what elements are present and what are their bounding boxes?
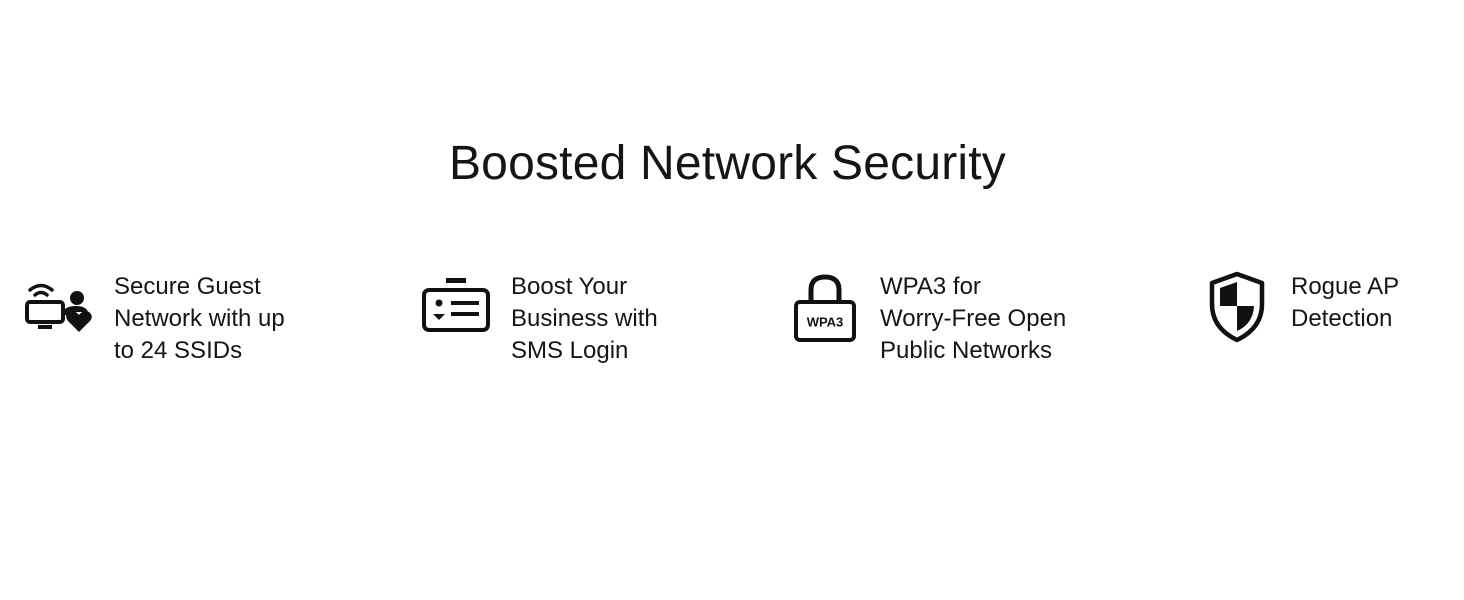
wpa3-icon-label: WPA3 (807, 315, 844, 330)
feature-wpa3: WPA3 WPA3 for Worry-Free Open Public Net… (792, 270, 1066, 367)
feature-label: WPA3 for Worry-Free Open Public Networks (880, 273, 1067, 364)
feature-label: Boost Your Business with SMS Login (511, 273, 658, 364)
shield-icon (1209, 271, 1265, 343)
page-title: Boosted Network Security (448, 137, 1007, 190)
sms-login-card-icon (422, 278, 490, 332)
feature-label: Rogue AP Detection (1291, 273, 1400, 332)
feature-rogue-ap: Rogue AP Detection (1204, 270, 1399, 344)
guest-wifi-user-heart-icon (25, 283, 92, 332)
feature-sms-login: Boost Your Business with SMS Login (420, 270, 658, 367)
wpa3-lock-icon: WPA3 (794, 274, 856, 342)
feature-label: Secure Guest Network with up to 24 SSIDs (114, 273, 285, 364)
feature-guest-network: Secure Guest Network with up to 24 SSIDs (24, 270, 285, 367)
